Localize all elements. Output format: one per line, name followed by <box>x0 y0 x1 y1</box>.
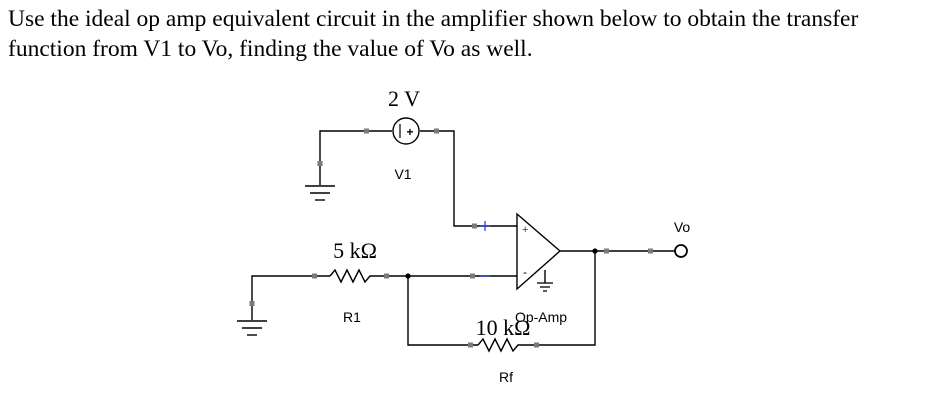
wire-v1-to-noninverting <box>420 130 517 227</box>
opamp-triangle <box>516 212 562 291</box>
pin-markers <box>249 128 653 348</box>
ground-symbol-opamp <box>537 282 553 292</box>
opamp-name-label: Op-Amp <box>515 309 567 325</box>
problem-statement: Use the ideal op amp equivalent circuit … <box>8 4 943 64</box>
source-value-label: 2 V <box>388 86 420 111</box>
wire-ground-to-v1 <box>319 130 392 185</box>
output-terminal <box>674 244 688 258</box>
ground-symbol-v1 <box>305 185 335 201</box>
rf-name-label: Rf <box>499 369 513 385</box>
lead-sign-marks <box>480 221 490 277</box>
rf-resistor <box>477 337 525 353</box>
rf-value-label: 10 kΩ <box>476 315 531 340</box>
v1-plus-sign: + <box>406 125 413 139</box>
problem-line-2: function from V1 to Vo, finding the valu… <box>8 36 533 62</box>
wire-feedback-left <box>407 276 478 346</box>
opamp-minus-sign: - <box>523 265 527 279</box>
r1-name-label: R1 <box>343 309 361 325</box>
wire-feedback-right <box>525 251 596 346</box>
opamp-plus-sign: + <box>522 224 528 236</box>
ground-symbol-r1 <box>237 320 267 336</box>
source-name-label: V1 <box>394 166 411 182</box>
r1-value-label: 5 kΩ <box>333 238 377 263</box>
v1-source: + <box>392 117 420 145</box>
node-inverting <box>405 273 411 279</box>
r1-resistor <box>329 268 375 284</box>
wires <box>251 130 675 346</box>
node-output <box>592 248 598 254</box>
problem-line-1: Use the ideal op amp equivalent circuit … <box>8 6 859 32</box>
output-name-label: Vo <box>674 219 691 235</box>
wire-ground-to-r1 <box>251 275 330 320</box>
